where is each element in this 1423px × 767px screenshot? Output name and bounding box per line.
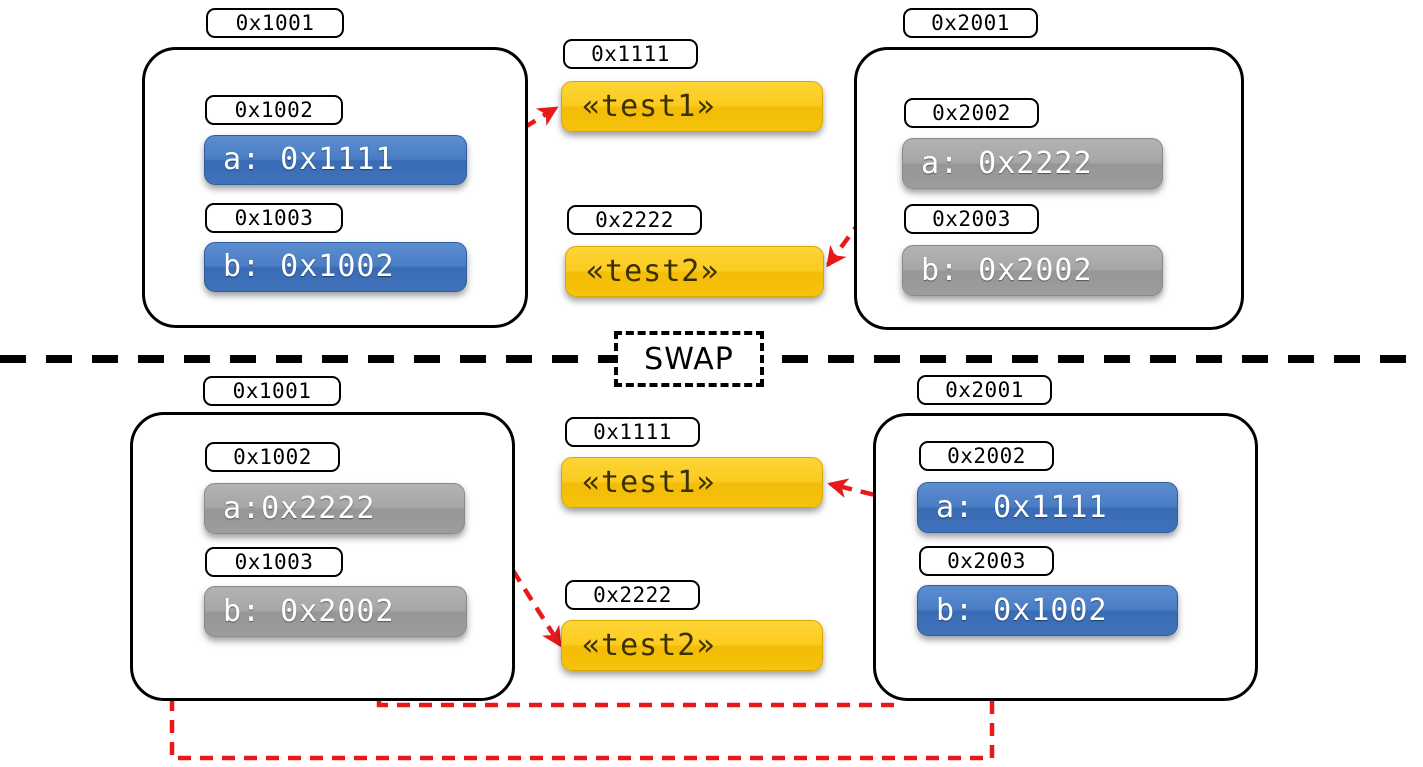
after-right-slot0-value: a: 0x1111 [917, 482, 1178, 533]
before-right-slot0-value: a: 0x2222 [902, 138, 1163, 189]
before-right-slot1-value: b: 0x2002 [902, 245, 1163, 296]
before-right-slot0-address: 0x2002 [904, 98, 1039, 128]
after-string1-value: «test2» [561, 620, 823, 671]
before-left-slot0-address: 0x1002 [205, 95, 343, 125]
before-string0-value: «test1» [561, 81, 823, 132]
before-string1-address: 0x2222 [567, 205, 702, 235]
after-right-slot0-address: 0x2002 [919, 441, 1054, 471]
after-left-slot1-address: 0x1003 [205, 547, 343, 577]
before-left-frame-address: 0x1001 [206, 8, 344, 38]
after-string0-address: 0x1111 [565, 417, 700, 447]
after-string1-address: 0x2222 [565, 580, 700, 610]
after-right-frame-address: 0x2001 [917, 375, 1052, 405]
before-string0-address: 0x1111 [563, 39, 698, 69]
swap-label: SWAP [614, 331, 764, 387]
after-left-slot0-address: 0x1002 [205, 442, 340, 472]
before-right-frame-address: 0x2001 [903, 8, 1038, 38]
before-left-slot1-address: 0x1003 [205, 203, 343, 233]
after-string0-value: «test1» [561, 457, 823, 508]
before-right-slot1-address: 0x2003 [904, 204, 1039, 234]
after-left-slot0-value: a:0x2222 [204, 483, 465, 534]
after-right-slot1-value: b: 0x1002 [917, 585, 1178, 636]
after-left-frame-address: 0x1001 [203, 376, 341, 406]
before-string1-value: «test2» [565, 246, 824, 297]
before-left-slot1-value: b: 0x1002 [204, 242, 467, 292]
before-left-slot0-value: a: 0x1111 [204, 135, 467, 185]
after-left-slot1-value: b: 0x2002 [204, 586, 467, 637]
after-right-slot1-address: 0x2003 [919, 546, 1054, 576]
